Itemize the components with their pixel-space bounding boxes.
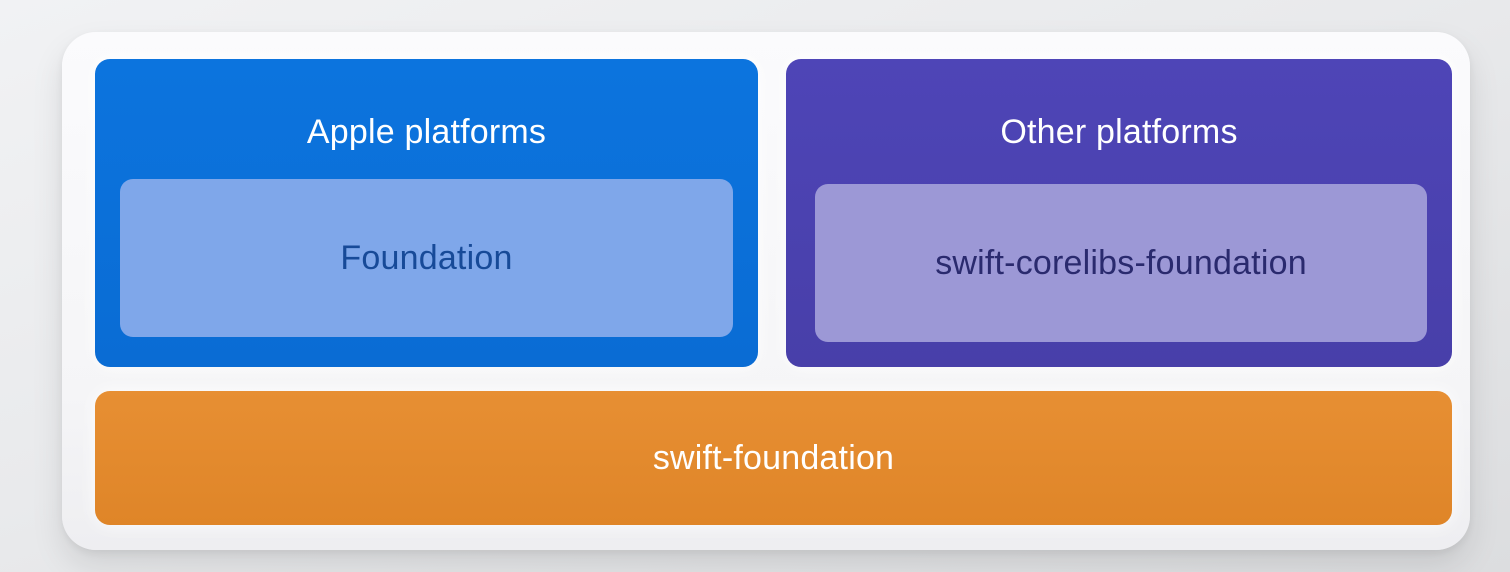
foundation-module-label: Foundation xyxy=(340,238,513,277)
other-platforms-title: Other platforms xyxy=(1000,112,1238,151)
diagram-panel: Apple platforms Foundation Other platfor… xyxy=(62,32,1470,550)
other-platforms-box: Other platforms swift-corelibs-foundatio… xyxy=(786,59,1452,367)
swift-foundation-base-label: swift-foundation xyxy=(652,438,895,477)
swift-corelibs-foundation-module-box: swift-corelibs-foundation xyxy=(815,184,1427,342)
foundation-module-box: Foundation xyxy=(120,179,733,337)
apple-platforms-box: Apple platforms Foundation xyxy=(95,59,758,367)
swift-corelibs-foundation-module-label: swift-corelibs-foundation xyxy=(935,243,1307,282)
apple-platforms-title: Apple platforms xyxy=(306,112,547,151)
swift-foundation-base-box: swift-foundation xyxy=(95,391,1452,525)
